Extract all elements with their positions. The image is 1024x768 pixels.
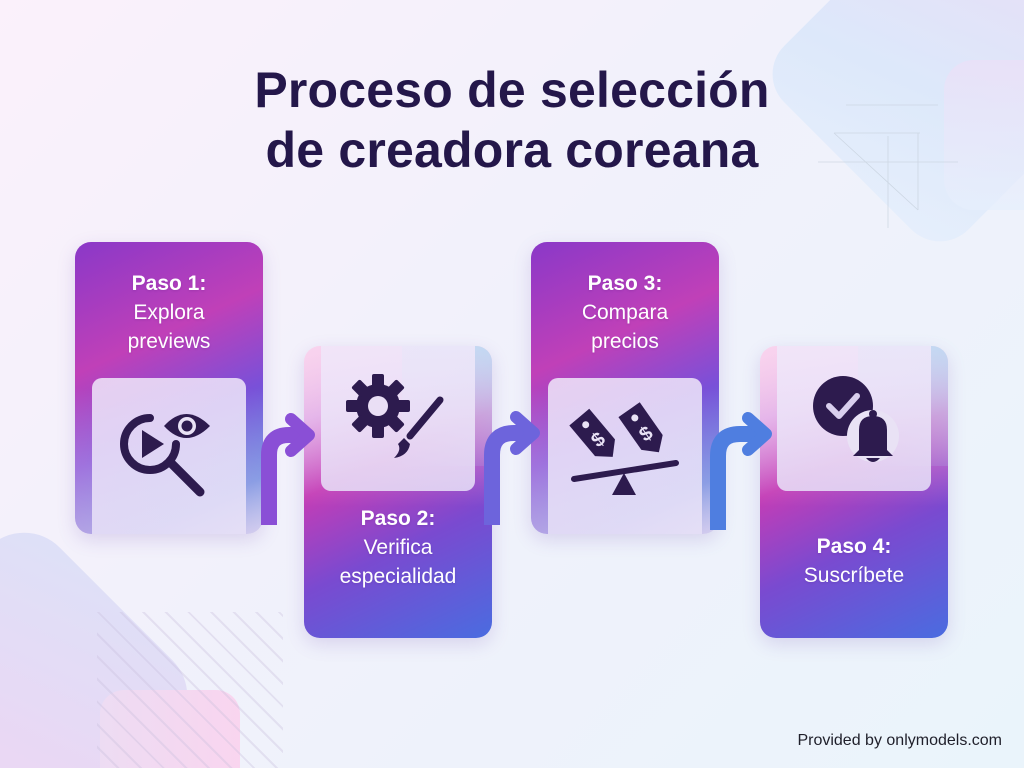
- arrow-step-2-to-3: [484, 411, 540, 525]
- decorative-shape-bottom-left-inner: [100, 690, 240, 768]
- step-label: Paso 4: Suscríbete: [760, 532, 948, 590]
- step-card-4: Paso 4: Suscríbete: [760, 346, 948, 638]
- step-number: Paso 2:: [360, 507, 436, 530]
- check-bell-icon: [813, 375, 899, 462]
- decorative-stripes: [97, 612, 283, 768]
- gear-brush-icon: [346, 373, 444, 458]
- step-label: Paso 1: Explora previews: [75, 269, 263, 356]
- arrow-step-3-to-4: [710, 412, 772, 530]
- step-card-1: Paso 1: Explora previews: [75, 242, 263, 534]
- step-label: Paso 3: Compara precios: [531, 269, 719, 356]
- icon-panel: [92, 378, 246, 534]
- step-name: Suscríbete: [803, 564, 905, 587]
- credit-text: Provided by onlymodels.com: [797, 732, 1002, 749]
- step-card-2: Paso 2: Verifica especialidad: [304, 346, 492, 638]
- arrow-step-1-to-2: [261, 413, 315, 525]
- icon-panel: [777, 346, 931, 491]
- step-label: Paso 2: Verifica especialidad: [304, 504, 492, 591]
- search-play-eye-icon: [120, 414, 210, 497]
- icon-panel: [321, 346, 475, 491]
- step-number: Paso 4:: [816, 535, 892, 558]
- step-name: Explora: [133, 301, 205, 324]
- step-name-line-2: especialidad: [339, 565, 457, 588]
- step-number: Paso 1:: [131, 272, 207, 295]
- step-number: Paso 3:: [587, 272, 663, 295]
- step-name: Verifica: [363, 536, 433, 559]
- title-line-2: de creadora coreana: [265, 122, 759, 178]
- step-name: Compara: [581, 301, 669, 324]
- price-tags-scale-icon: $ $: [569, 402, 679, 495]
- title-line-1: Proceso de selección: [254, 62, 770, 118]
- step-card-3: Paso 3: Compara precios $ $: [531, 242, 719, 534]
- decorative-shape-bottom-left: [0, 512, 208, 768]
- step-name-line-2: precios: [591, 330, 659, 353]
- page-title: Proceso de selección de creadora coreana: [0, 60, 1024, 180]
- icon-panel: $ $: [548, 378, 702, 534]
- step-name-line-2: previews: [127, 330, 211, 353]
